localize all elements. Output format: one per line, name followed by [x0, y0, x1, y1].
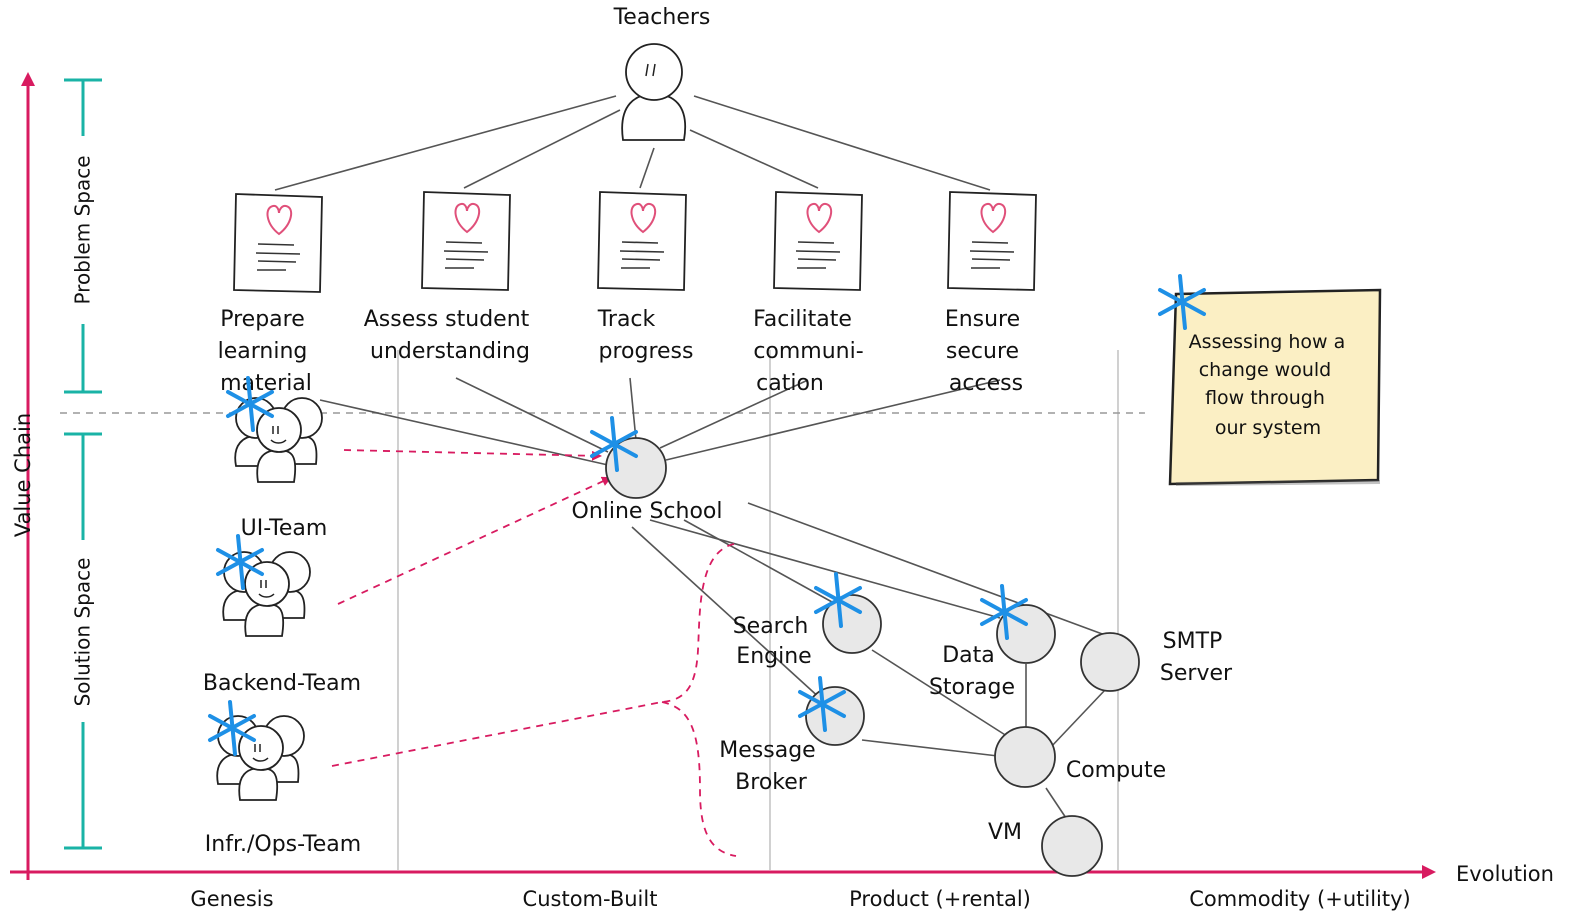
stage-genesis: Genesis — [190, 887, 273, 911]
document-icon — [773, 191, 863, 291]
solution-space-label: Solution Space — [71, 558, 95, 707]
document-icon — [421, 191, 511, 291]
stage-product: Product (+rental) — [849, 887, 1031, 911]
user-need-links — [274, 95, 991, 191]
team-backend: Backend-Team — [203, 671, 361, 696]
vm-label: VM — [988, 820, 1022, 845]
need-prepare-learning-material: Prepare learning material — [218, 307, 315, 396]
note-text: Assessing how a change would flow throug… — [1189, 331, 1352, 439]
problem-space-label: Problem Space — [71, 155, 95, 304]
compute-label: Compute — [1066, 758, 1166, 783]
team-icon — [234, 397, 323, 483]
stage-custom-built: Custom-Built — [523, 887, 658, 911]
change-flow-arrows — [331, 449, 737, 857]
x-axis-label: Evolution — [1456, 862, 1554, 886]
component-data-storage — [996, 604, 1056, 664]
document-icon — [947, 191, 1037, 291]
need-track-progress: Track progress — [597, 307, 694, 364]
component-online-school — [605, 437, 667, 499]
data-storage-label: Data Storage — [929, 643, 1015, 700]
smtp-server-label: SMTP Server — [1160, 629, 1233, 686]
component-smtp-server — [1080, 632, 1140, 692]
teachers-user: Teachers — [613, 5, 711, 141]
need-facilitate-communication: Facilitate communi- cation — [753, 307, 871, 396]
online-school-label: Online School — [572, 499, 723, 524]
search-engine-label: Search Engine — [733, 614, 816, 669]
document-icon — [597, 191, 687, 291]
document-icon — [233, 193, 323, 293]
team-ui: UI-Team — [241, 516, 328, 541]
user-label: Teachers — [613, 5, 711, 30]
need-assess-student-understanding: Assess student understanding — [364, 307, 537, 364]
component-vm — [1041, 815, 1103, 877]
stage-commodity: Commodity (+utility) — [1189, 887, 1410, 911]
need-component-links — [319, 377, 1001, 466]
component-compute — [994, 726, 1056, 788]
sticky-note: Assessing how a change would flow throug… — [1168, 288, 1382, 486]
y-axis-label: Value Chain — [11, 413, 35, 537]
need-ensure-secure-access: Ensure secure access — [945, 307, 1027, 396]
team-infra-ops: Infr./Ops-Team — [205, 832, 361, 857]
person-icon — [621, 93, 687, 141]
component-links — [631, 502, 1106, 819]
message-broker-label: Message Broker — [719, 738, 822, 795]
